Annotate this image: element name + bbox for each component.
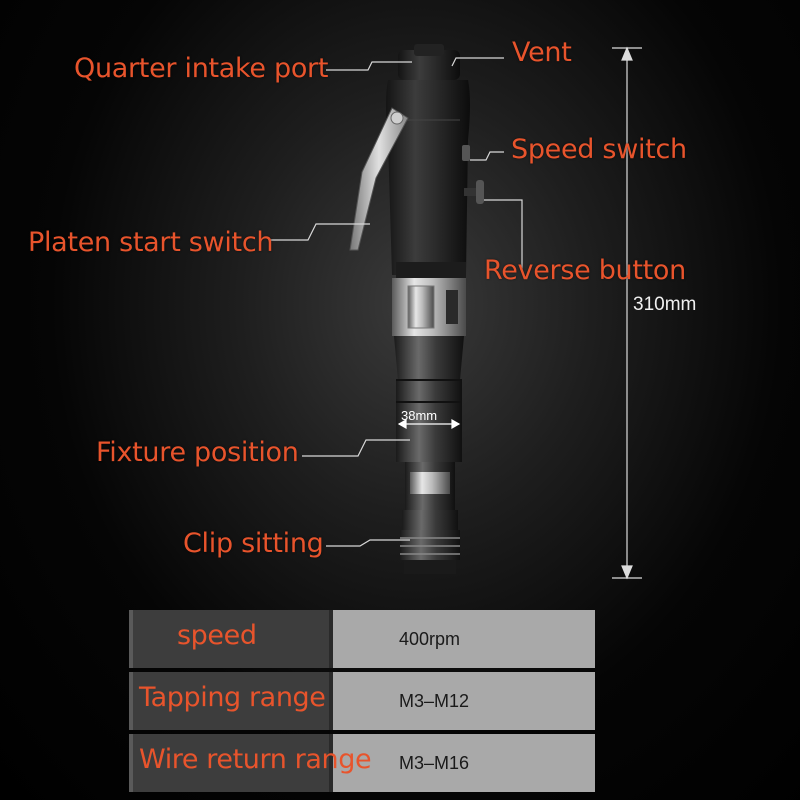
speed-switch [462,145,470,161]
tool-body [386,80,470,278]
front-housing [394,336,464,462]
spec-value-cell: 400rpm [333,610,595,668]
spec-row-tapping-range: Tapping range M3–M12 [129,672,595,730]
spec-value-cell: M3–M12 [333,672,595,730]
reverse-button [464,180,484,204]
spec-row-wire-return-range: Wire return range M3–M16 [129,734,595,792]
spec-row-speed: speed 400rpm [129,610,595,668]
leader-lines [270,57,523,547]
label-vent: Vent [512,37,572,68]
length-dimension [612,46,642,580]
label-fixture-position: Fixture position [96,437,299,468]
label-clip-sitting: Clip sitting [183,528,324,559]
intake-port-cap [398,44,460,80]
diameter-dimension-text: 38mm [401,408,438,423]
spec-key-cell: speed [133,610,333,668]
label-speed-switch: Speed switch [511,134,687,165]
label-reverse-button: Reverse button [484,255,686,286]
spec-key-cell: Tapping range [133,672,333,730]
spec-value: 400rpm [399,629,461,649]
diameter-dimension [397,418,461,430]
spec-key: speed [177,620,257,651]
chuck [400,462,460,574]
spec-value: M3–M12 [399,691,470,711]
spec-key-cell: Wire return range [133,734,372,792]
spec-value: M3–M16 [399,753,470,773]
spec-key: Tapping range [139,682,326,713]
platen-start-lever [349,107,409,251]
metal-collar [392,278,466,336]
spec-value-cell: M3–M16 [333,734,595,792]
label-quarter-intake-port: Quarter intake port [74,53,329,84]
length-dimension-text: 310mm [633,294,697,315]
label-platen-start-switch: Platen start switch [28,227,274,258]
spec-key: Wire return range [139,744,372,775]
